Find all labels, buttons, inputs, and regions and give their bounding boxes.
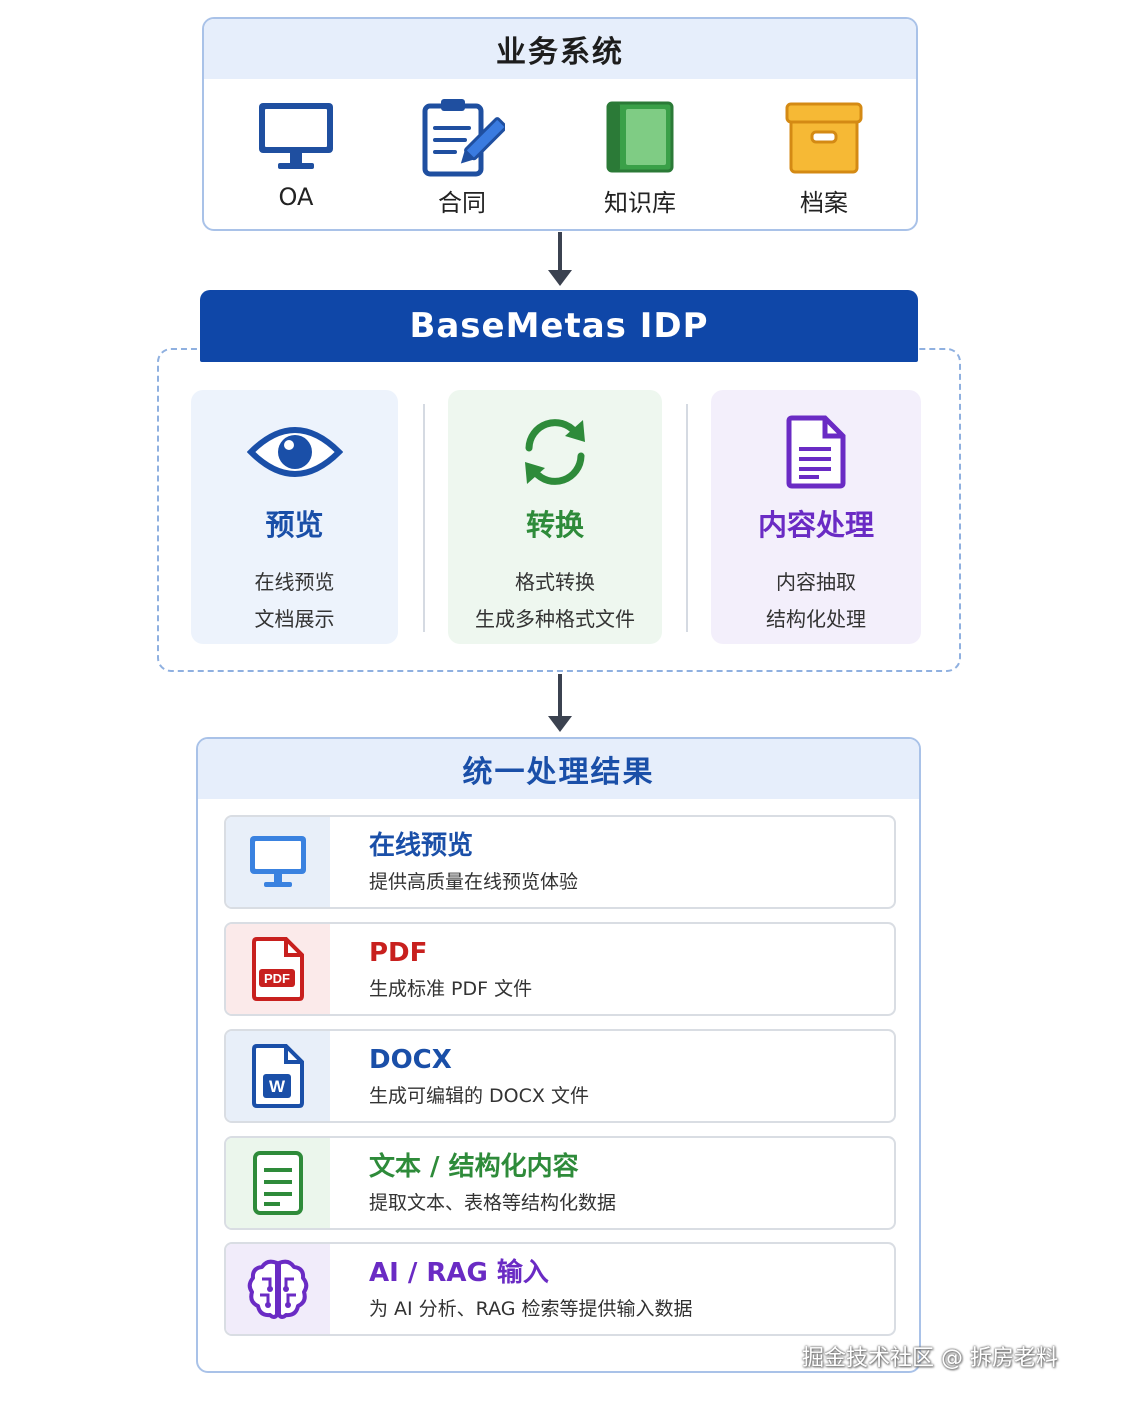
- business-systems-panel: 业务系统 OA: [202, 17, 918, 231]
- results-panel: 统一处理结果 在线预览 提供高质量在线预览体验 PDF PDF: [196, 737, 921, 1373]
- feature-desc-line2: 生成多种格式文件: [475, 607, 635, 631]
- document-icon: [786, 415, 846, 489]
- book-icon: [606, 101, 674, 173]
- feature-desc-line2: 结构化处理: [766, 607, 866, 631]
- result-title: AI / RAG 输入: [369, 1258, 549, 1288]
- result-desc: 生成标准 PDF 文件: [369, 978, 533, 1000]
- feature-divider: [686, 404, 688, 632]
- business-systems-title: 业务系统: [204, 19, 916, 79]
- feature-desc-line1: 在线预览: [254, 570, 335, 594]
- pdf-icon-text: PDF: [264, 971, 290, 986]
- feature-desc-line2: 文档展示: [254, 607, 335, 631]
- monitor-icon: [259, 103, 333, 169]
- business-item-knowledge-base: 知识库: [580, 97, 700, 218]
- feature-card-content-processing: 内容处理 内容抽取 结构化处理: [711, 390, 921, 644]
- feature-card-preview: 预览 在线预览 文档展示: [191, 390, 398, 644]
- feature-card-convert: 转换 格式转换 生成多种格式文件: [448, 390, 662, 644]
- business-item-contract: 合同: [402, 97, 522, 218]
- business-systems-list: OA 合同: [204, 79, 916, 229]
- archive-box-icon: [785, 102, 863, 174]
- eye-icon: [246, 427, 343, 477]
- business-item-label: OA: [278, 183, 314, 211]
- results-title: 统一处理结果: [198, 739, 919, 799]
- result-desc: 提供高质量在线预览体验: [369, 871, 579, 893]
- business-item-label: 知识库: [604, 189, 676, 217]
- result-item-online-preview: 在线预览 提供高质量在线预览体验: [224, 815, 896, 909]
- result-title: PDF: [369, 938, 428, 968]
- result-item-pdf: PDF PDF 生成标准 PDF 文件: [224, 922, 896, 1016]
- monitor-icon: [250, 836, 306, 887]
- feature-desc-line1: 格式转换: [515, 570, 595, 594]
- flow-arrow-2: [548, 674, 572, 732]
- contract-icon: [422, 99, 505, 177]
- business-item-label: 档案: [800, 189, 848, 217]
- result-desc: 提取文本、表格等结构化数据: [369, 1192, 617, 1214]
- feature-desc-line1: 内容抽取: [776, 570, 856, 594]
- result-item-text-structured: 文本 / 结构化内容 提取文本、表格等结构化数据: [224, 1136, 896, 1230]
- feature-divider: [423, 404, 425, 632]
- feature-title: 预览: [265, 508, 324, 542]
- pdf-file-icon: PDF: [252, 937, 304, 1001]
- word-file-icon: W: [252, 1044, 304, 1108]
- business-item-oa: OA: [236, 97, 356, 211]
- watermark: 掘金技术社区 @ 拆房老料: [802, 1346, 1058, 1371]
- flow-arrow-1: [548, 232, 572, 286]
- business-item-label: 合同: [438, 189, 486, 217]
- feature-title: 转换: [525, 508, 584, 542]
- result-item-docx: W DOCX 生成可编辑的 DOCX 文件: [224, 1029, 896, 1123]
- refresh-icon: [525, 419, 585, 485]
- result-title: 在线预览: [369, 831, 474, 861]
- text-document-icon: [253, 1151, 303, 1215]
- result-desc: 为 AI 分析、RAG 检索等提供输入数据: [369, 1298, 693, 1320]
- result-desc: 生成可编辑的 DOCX 文件: [369, 1085, 589, 1107]
- business-item-archive: 档案: [764, 97, 884, 218]
- word-icon-text: W: [269, 1077, 286, 1096]
- result-item-ai-rag: AI / RAG 输入 为 AI 分析、RAG 检索等提供输入数据: [224, 1242, 896, 1336]
- feature-title: 内容处理: [757, 508, 874, 542]
- result-title: 文本 / 结构化内容: [369, 1152, 579, 1182]
- idp-title: BaseMetas IDP: [200, 290, 918, 362]
- brain-icon: [247, 1259, 309, 1319]
- result-title: DOCX: [369, 1045, 452, 1075]
